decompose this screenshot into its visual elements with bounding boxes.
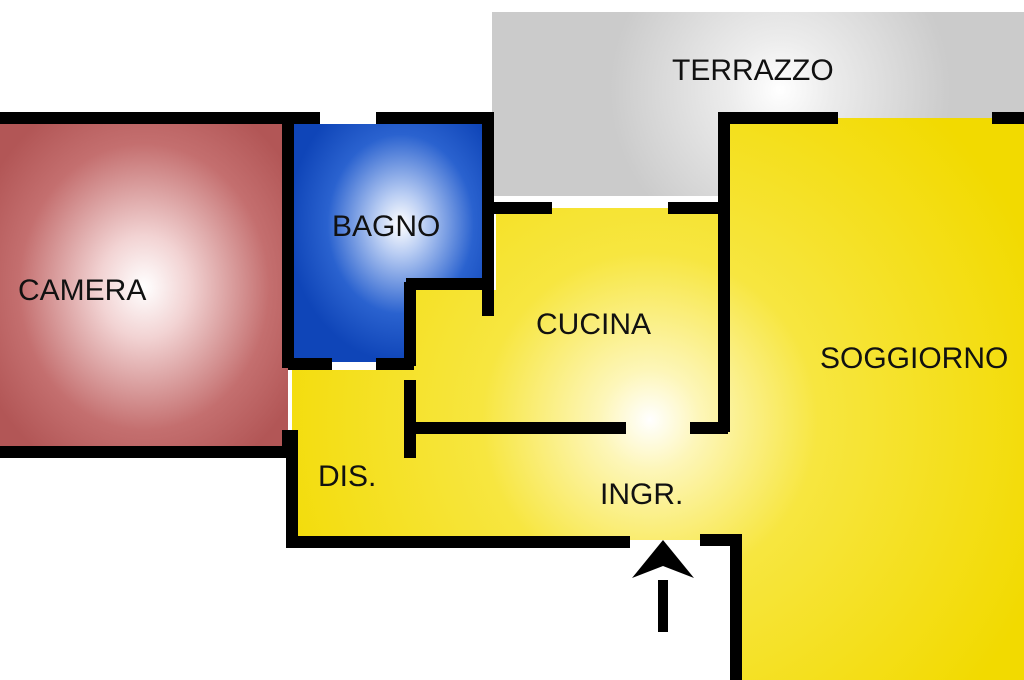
- label-dis: DIS.: [318, 460, 376, 493]
- label-soggiorno: SOGGIORNO: [820, 342, 1008, 375]
- label-bagno: BAGNO: [332, 210, 440, 243]
- label-camera: CAMERA: [18, 274, 146, 307]
- bagno-window: [320, 114, 376, 122]
- room-camera: [0, 122, 288, 452]
- label-cucina: CUCINA: [536, 308, 651, 341]
- arrow-up-icon: [632, 540, 694, 632]
- label-terrazzo: TERRAZZO: [672, 54, 834, 87]
- label-ingresso: INGR.: [600, 478, 683, 511]
- walls: [0, 112, 1024, 680]
